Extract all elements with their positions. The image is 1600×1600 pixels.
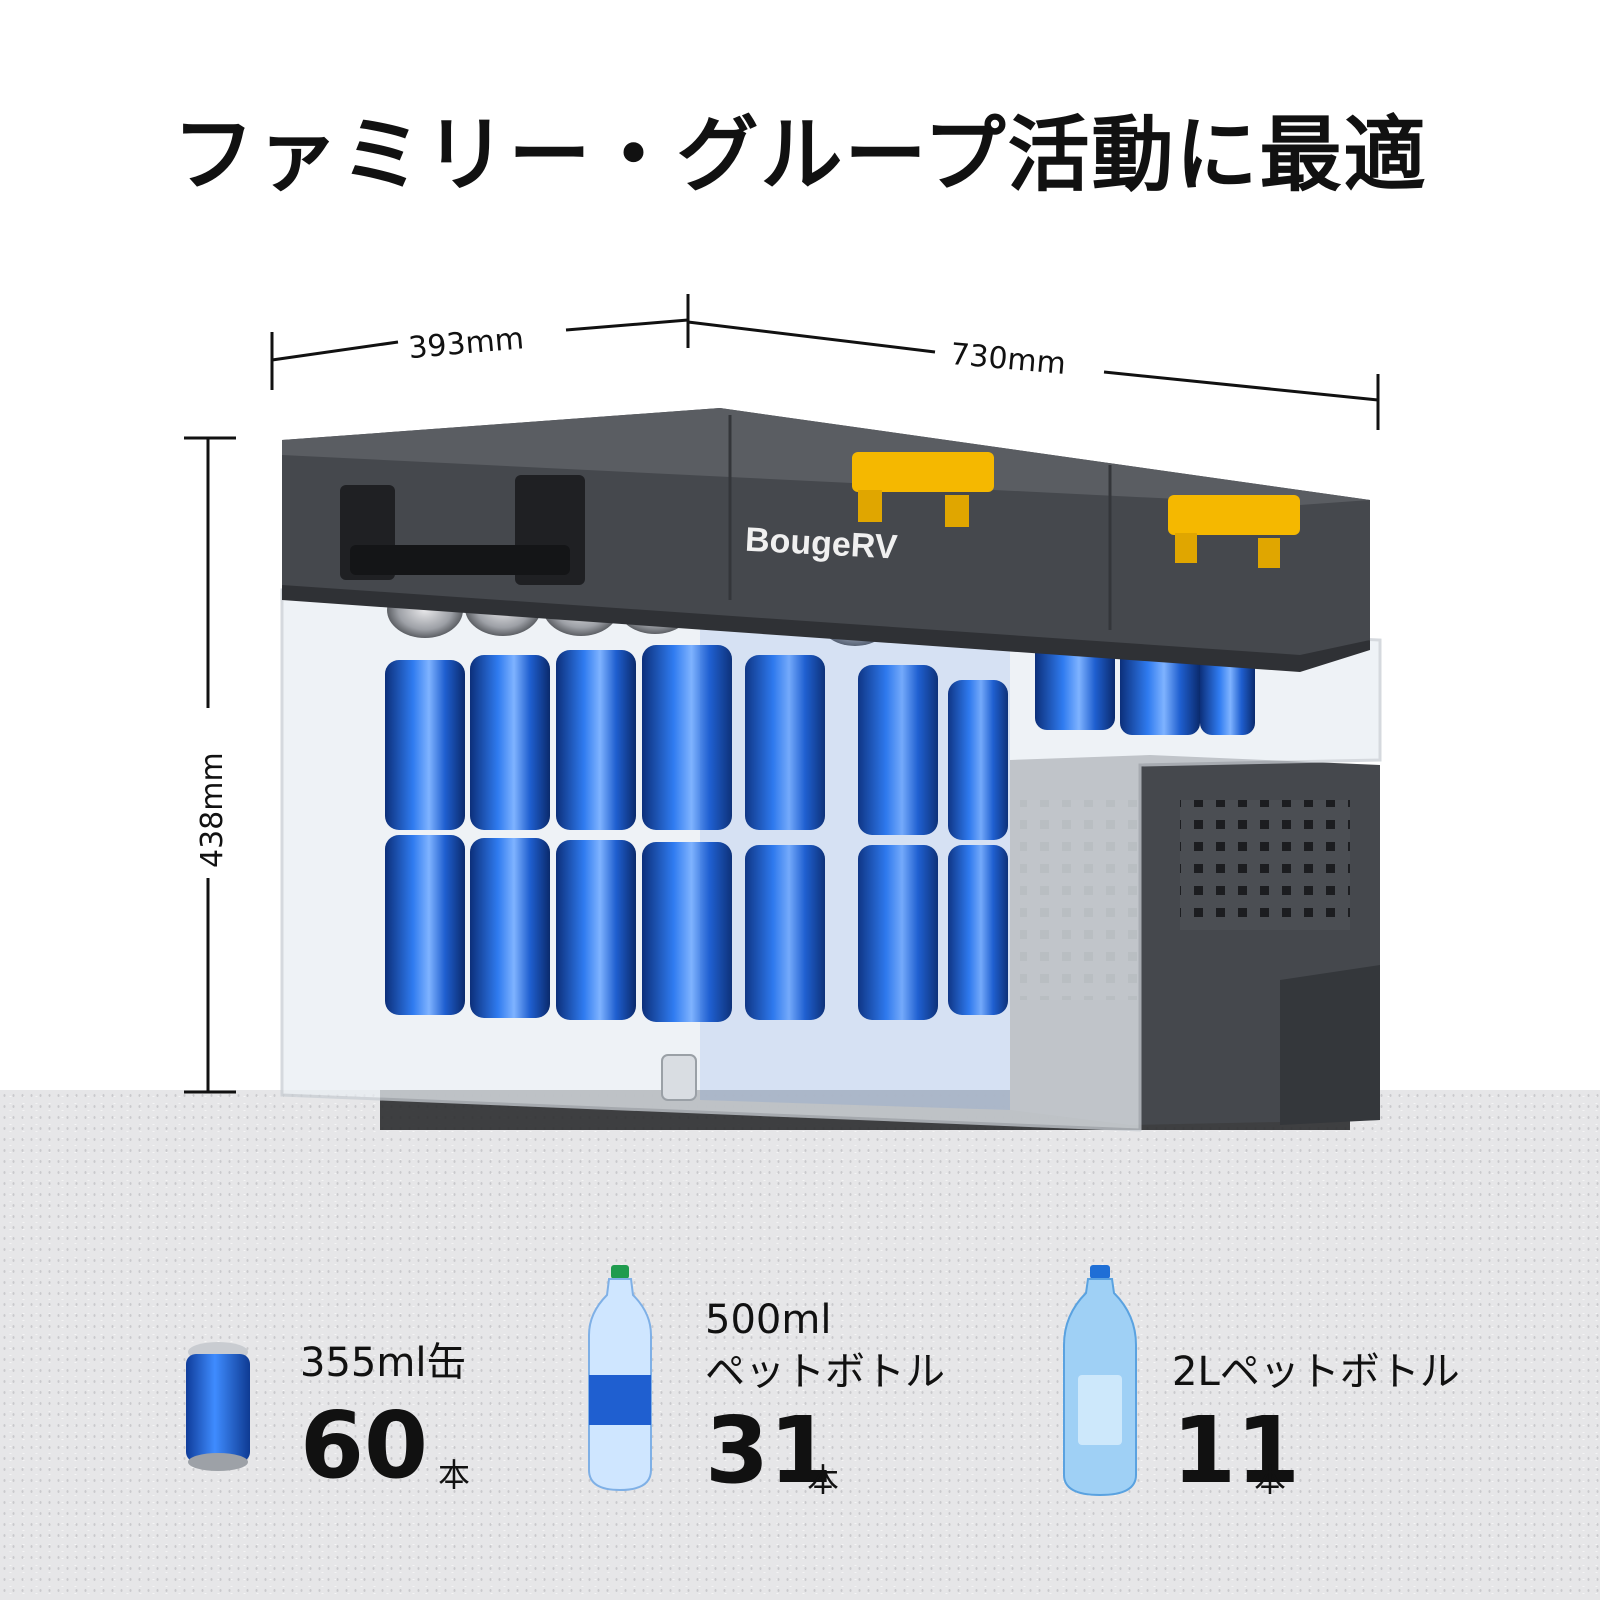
capacity-500ml-bottles: 500ml ペットボトル 31 本 (585, 1265, 965, 1515)
large-bottle-icon (1063, 1265, 1137, 1497)
brand-logo: BougeRV (744, 521, 898, 567)
can-icon (186, 1342, 250, 1471)
height-label: 438mm (195, 752, 230, 868)
capacity-cans: 355ml缶 60 本 (180, 1300, 500, 1520)
dimension-width: 730mm (687, 320, 1380, 430)
capacity-count: 60 (300, 1392, 429, 1499)
capacity-unit: 本 (438, 1456, 471, 1494)
handle (340, 475, 585, 585)
fridge: BougeRV (280, 408, 1382, 1132)
capacity-unit: 本 (807, 1461, 840, 1499)
capacity-unit: 本 (1254, 1461, 1287, 1499)
capacity-2l-bottles: 2Lペットボトル 11 本 (1060, 1265, 1480, 1515)
latch (1168, 495, 1300, 568)
depth-label: 393mm (407, 321, 525, 366)
capacity-item-label: 2Lペットボトル (1172, 1349, 1460, 1395)
vent-grille (1180, 800, 1350, 930)
capacity-count: 31 (705, 1397, 834, 1504)
dimension-depth: 393mm (270, 294, 690, 390)
capacity-item-label: 355ml缶 (300, 1340, 467, 1386)
page-title: ファミリー・グループ活動に最適 (172, 108, 1428, 203)
dimension-height: 438mm (184, 436, 236, 1094)
capacity-item-label-line2: ペットボトル (705, 1349, 945, 1395)
countertop-surface (0, 1090, 1600, 1600)
small-bottle-icon (588, 1265, 652, 1492)
capacity-count: 11 (1172, 1397, 1301, 1504)
capacity-item-label-line1: 500ml (705, 1297, 832, 1343)
width-label: 730mm (949, 337, 1067, 382)
latch (852, 452, 994, 527)
